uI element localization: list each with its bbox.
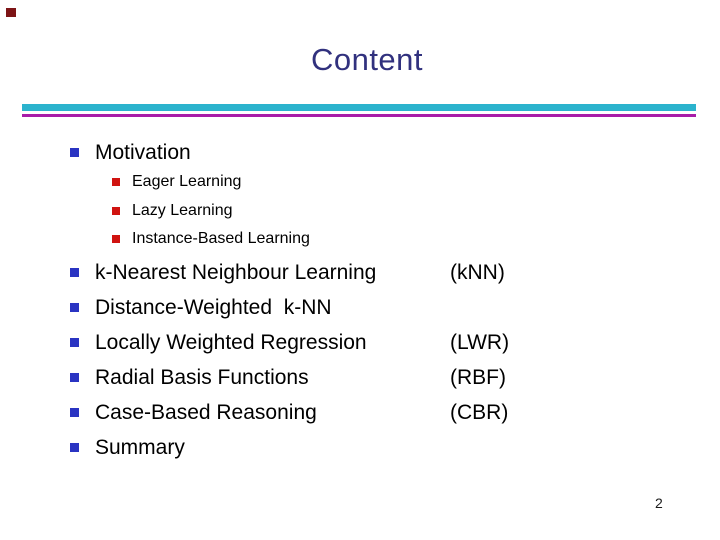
bullet-square-icon [112, 235, 120, 243]
list-item-label: Locally Weighted Regression [95, 331, 367, 354]
list-item: Case-Based Reasoning (CBR) [68, 400, 688, 425]
list-item-label: Case-Based Reasoning [95, 401, 317, 424]
corner-mark [6, 8, 16, 17]
page-title: Content [310, 42, 424, 77]
sub-list-item: Eager Learning [110, 172, 720, 192]
sub-list-item: Instance-Based Learning [110, 229, 720, 249]
topic-abbreviation: (LWR) [450, 331, 510, 354]
sub-list-item-label: Lazy Learning [132, 202, 233, 219]
bullet-square-icon [70, 408, 79, 417]
bullet-square-icon [70, 373, 79, 382]
sub-list-item: Lazy Learning [110, 201, 720, 221]
topic-abbreviation: (CBR) [450, 401, 509, 424]
list-item: Summary [68, 435, 688, 460]
title-divider-magenta [22, 114, 696, 117]
list-item-label: Distance-Weighted k-NN [95, 296, 332, 319]
bullet-square-icon [70, 148, 79, 157]
bullet-square-icon [112, 207, 120, 215]
list-item: Motivation [68, 140, 688, 165]
topic-abbreviation: (kNN) [450, 261, 505, 284]
bullet-square-icon [70, 268, 79, 277]
bullet-square-icon [70, 443, 79, 452]
list-item: Radial Basis Functions (RBF) [68, 365, 688, 390]
bullet-square-icon [112, 178, 120, 186]
sub-list-item-label: Instance-Based Learning [132, 230, 310, 247]
page-number: 2 [655, 495, 663, 511]
list-item: k-Nearest Neighbour Learning (kNN) [68, 260, 688, 285]
title-divider-cyan [22, 104, 696, 111]
list-item-label: k-Nearest Neighbour Learning [95, 261, 377, 284]
list-item-label: Motivation [95, 141, 191, 164]
bullet-square-icon [70, 303, 79, 312]
list-item-label: Summary [95, 436, 185, 459]
sub-list-item-label: Eager Learning [132, 173, 242, 190]
list-item: Distance-Weighted k-NN [68, 295, 688, 320]
bullet-square-icon [70, 338, 79, 347]
list-item: Locally Weighted Regression (LWR) [68, 330, 688, 355]
topic-abbreviation: (RBF) [450, 366, 506, 389]
list-item-label: Radial Basis Functions [95, 366, 309, 389]
